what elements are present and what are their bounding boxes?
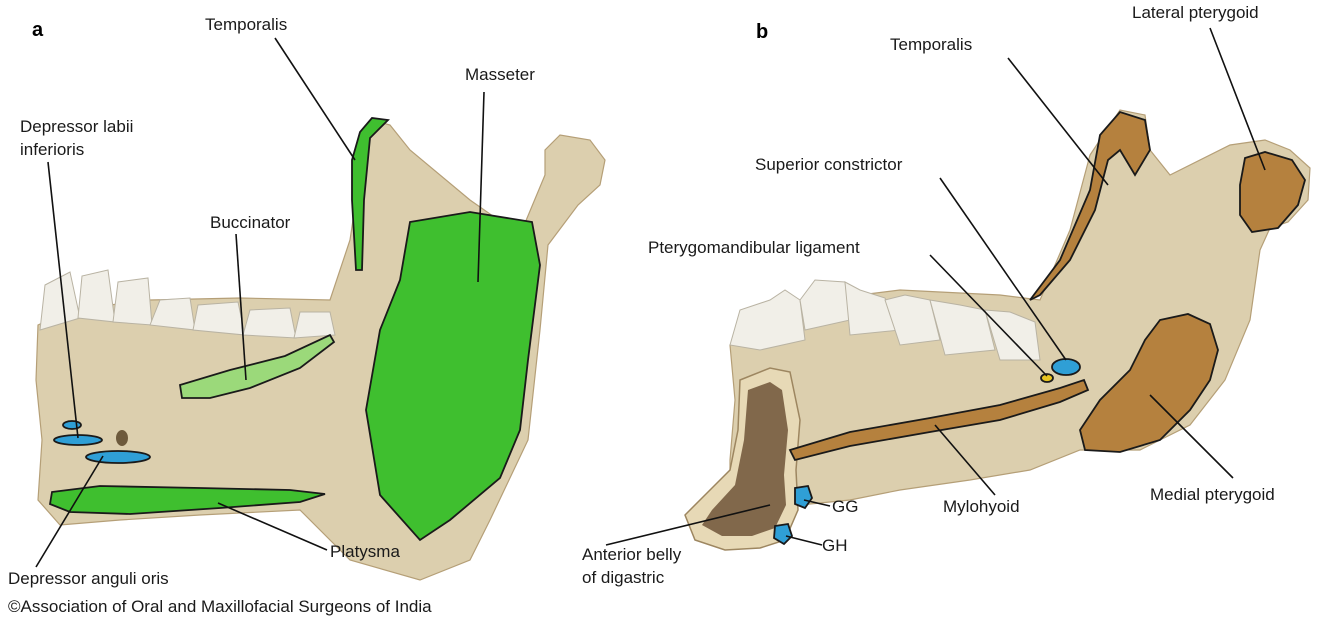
- panel-label-a: a: [32, 19, 44, 41]
- label-lateral-pterygoid: Lateral pterygoid: [1132, 3, 1259, 22]
- mental-foramen: [116, 430, 128, 446]
- label-medial-pterygoid: Medial pterygoid: [1150, 485, 1275, 504]
- label-temporalis-b: Temporalis: [890, 35, 972, 54]
- panel-label-b: b: [756, 21, 768, 43]
- label-superior-constrictor: Superior constrictor: [755, 155, 903, 174]
- label-gg: GG: [832, 497, 858, 516]
- label-platysma: Platysma: [330, 542, 400, 561]
- label-mylohyoid: Mylohyoid: [943, 497, 1020, 516]
- depressor-labii-attachment-small: [63, 421, 81, 429]
- label-depressor-anguli: Depressor anguli oris: [8, 569, 169, 588]
- label-depressor-labii-line2: inferioris: [20, 140, 84, 159]
- leader-temporalis-b: [1008, 58, 1108, 185]
- panel-a: a Temporalis Masseter Depressor labii in…: [8, 15, 605, 588]
- label-gh: GH: [822, 536, 848, 555]
- depressor-anguli-attachment: [86, 451, 150, 463]
- label-anterior-belly-line1: Anterior belly: [582, 545, 682, 564]
- leader-temporalis-a: [275, 38, 355, 160]
- copyright-credit: ©Association of Oral and Maxillofacial S…: [8, 597, 432, 616]
- label-buccinator: Buccinator: [210, 213, 291, 232]
- leader-gh: [786, 536, 822, 545]
- label-masseter: Masseter: [465, 65, 535, 84]
- label-depressor-labii-line1: Depressor labii: [20, 117, 133, 136]
- label-anterior-belly-line2: of digastric: [582, 568, 665, 587]
- genioglossus-attachment: [795, 486, 812, 508]
- superior-constrictor-attachment: [1052, 359, 1080, 375]
- label-temporalis-a: Temporalis: [205, 15, 287, 34]
- label-pterygomandibular: Pterygomandibular ligament: [648, 238, 860, 257]
- lateral-pterygoid-region: [1240, 152, 1305, 232]
- panel-b: b Temporalis Lateral pterygoid Superior …: [582, 3, 1310, 587]
